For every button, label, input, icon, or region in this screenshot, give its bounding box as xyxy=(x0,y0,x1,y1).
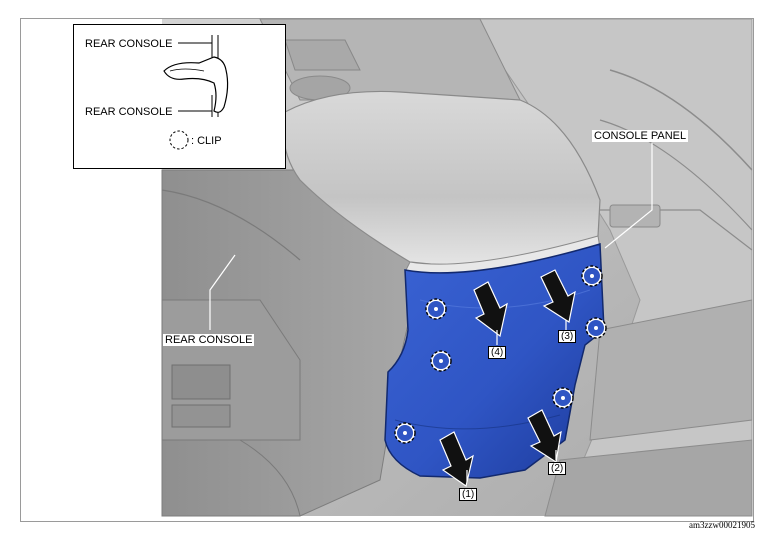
step-2-label: (2) xyxy=(548,462,567,475)
clip-legend-label: : CLIP xyxy=(191,135,222,147)
console-panel-label: CONSOLE PANEL xyxy=(592,130,689,142)
inset-rear-console-top-label: REAR CONSOLE xyxy=(85,38,173,50)
rear-console-label: REAR CONSOLE xyxy=(163,334,255,346)
inset-rear-console-bottom-label: REAR CONSOLE xyxy=(85,106,173,118)
removal-arrows xyxy=(439,269,576,487)
arrow-step-4 xyxy=(473,281,508,338)
clip-detail-inset: REAR CONSOLE REAR CONSOLE : CLIP xyxy=(73,24,286,169)
step-1-label: (1) xyxy=(459,488,478,501)
arrow-step-3 xyxy=(540,269,576,323)
step-4-label: (4) xyxy=(488,346,507,359)
step-3-label: (3) xyxy=(558,330,577,343)
document-id: am3zzw00021905 xyxy=(689,520,755,530)
arrow-step-2 xyxy=(527,409,562,463)
arrow-step-1 xyxy=(439,431,474,487)
